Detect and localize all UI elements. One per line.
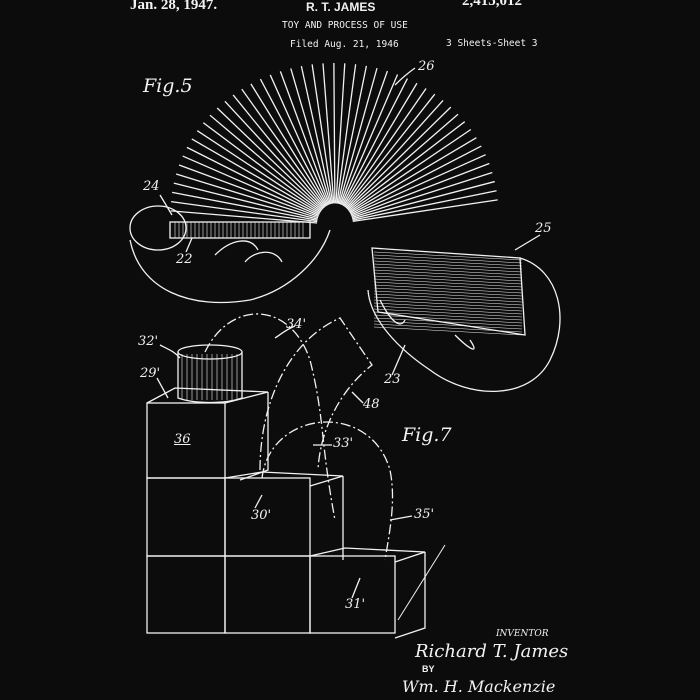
inventor-caption: INVENTOR <box>496 630 549 640</box>
ref-48: 48 <box>363 398 380 412</box>
ref-25: 25 <box>535 222 552 236</box>
leader-23 <box>392 345 405 375</box>
slinky-coil <box>187 147 320 214</box>
block-face <box>147 556 225 633</box>
patent-title: TOY AND PROCESS OF USE <box>282 21 408 31</box>
sheet-count: 3 Sheets-Sheet 3 <box>446 39 538 49</box>
slinky-coil <box>172 192 317 220</box>
leader-25 <box>515 235 540 250</box>
inventor-signature: Richard T. James <box>415 642 568 662</box>
patent-number: 2,415,012 <box>462 0 522 10</box>
slinky-coil <box>344 88 426 206</box>
ref-34p: 34' <box>286 318 306 332</box>
slinky-left-end <box>130 206 186 250</box>
ref-31p: 31' <box>345 598 365 612</box>
patent-date: Jan. 28, 1947. <box>130 0 217 14</box>
slinky-coil <box>301 66 331 204</box>
slinky-coil <box>350 146 481 214</box>
bottom-block-top <box>310 548 425 638</box>
slinky-coil <box>343 83 417 206</box>
leader-32p <box>160 345 180 358</box>
ref-36: 36 <box>174 433 191 447</box>
top-block-side <box>147 388 268 480</box>
ref-26: 26 <box>418 60 435 74</box>
slinky-coil <box>179 165 318 217</box>
top-coil-rim <box>178 345 242 359</box>
slinky-coil <box>171 211 317 223</box>
ref-32p: 32' <box>138 335 158 349</box>
slinky-coil <box>280 71 329 204</box>
by-label: BY <box>422 665 435 675</box>
slinky-coil <box>251 84 327 206</box>
inventor-name: R. T. JAMES <box>306 1 375 14</box>
fig5-label: Fig.5 <box>143 76 193 97</box>
slinky-coil <box>192 139 320 213</box>
arc-33p-35p <box>262 422 393 560</box>
leader-22 <box>186 238 192 252</box>
leader-30p <box>255 495 262 508</box>
leader-signature <box>398 545 445 620</box>
slinky-coil <box>349 122 465 211</box>
block-face <box>225 556 310 633</box>
ref-22: 22 <box>176 253 193 267</box>
leader-35p <box>390 516 412 520</box>
ref-33p: 33' <box>333 437 353 451</box>
slinky-coil <box>334 63 335 203</box>
ref-30p: 30' <box>251 509 271 523</box>
ref-35p: 35' <box>414 508 434 522</box>
ref-23: 23 <box>384 373 401 387</box>
slinky-coil <box>242 89 326 207</box>
attorney-signature: Wm. H. Mackenzie <box>402 678 555 696</box>
block-face <box>310 556 395 633</box>
fig7-label: Fig.7 <box>402 425 452 446</box>
ref-24: 24 <box>143 180 160 194</box>
leader-48 <box>352 392 363 403</box>
block-face <box>147 478 225 556</box>
leader-24 <box>160 195 172 215</box>
slinky-coil <box>346 100 443 208</box>
filed-date: Filed Aug. 21, 1946 <box>290 40 399 50</box>
arc-48 <box>260 318 372 470</box>
ref-29p: 29' <box>140 367 160 381</box>
left-hand <box>130 230 330 303</box>
step-block-top <box>225 472 343 560</box>
slinky-coil <box>270 75 328 205</box>
leader-31p <box>352 578 360 598</box>
